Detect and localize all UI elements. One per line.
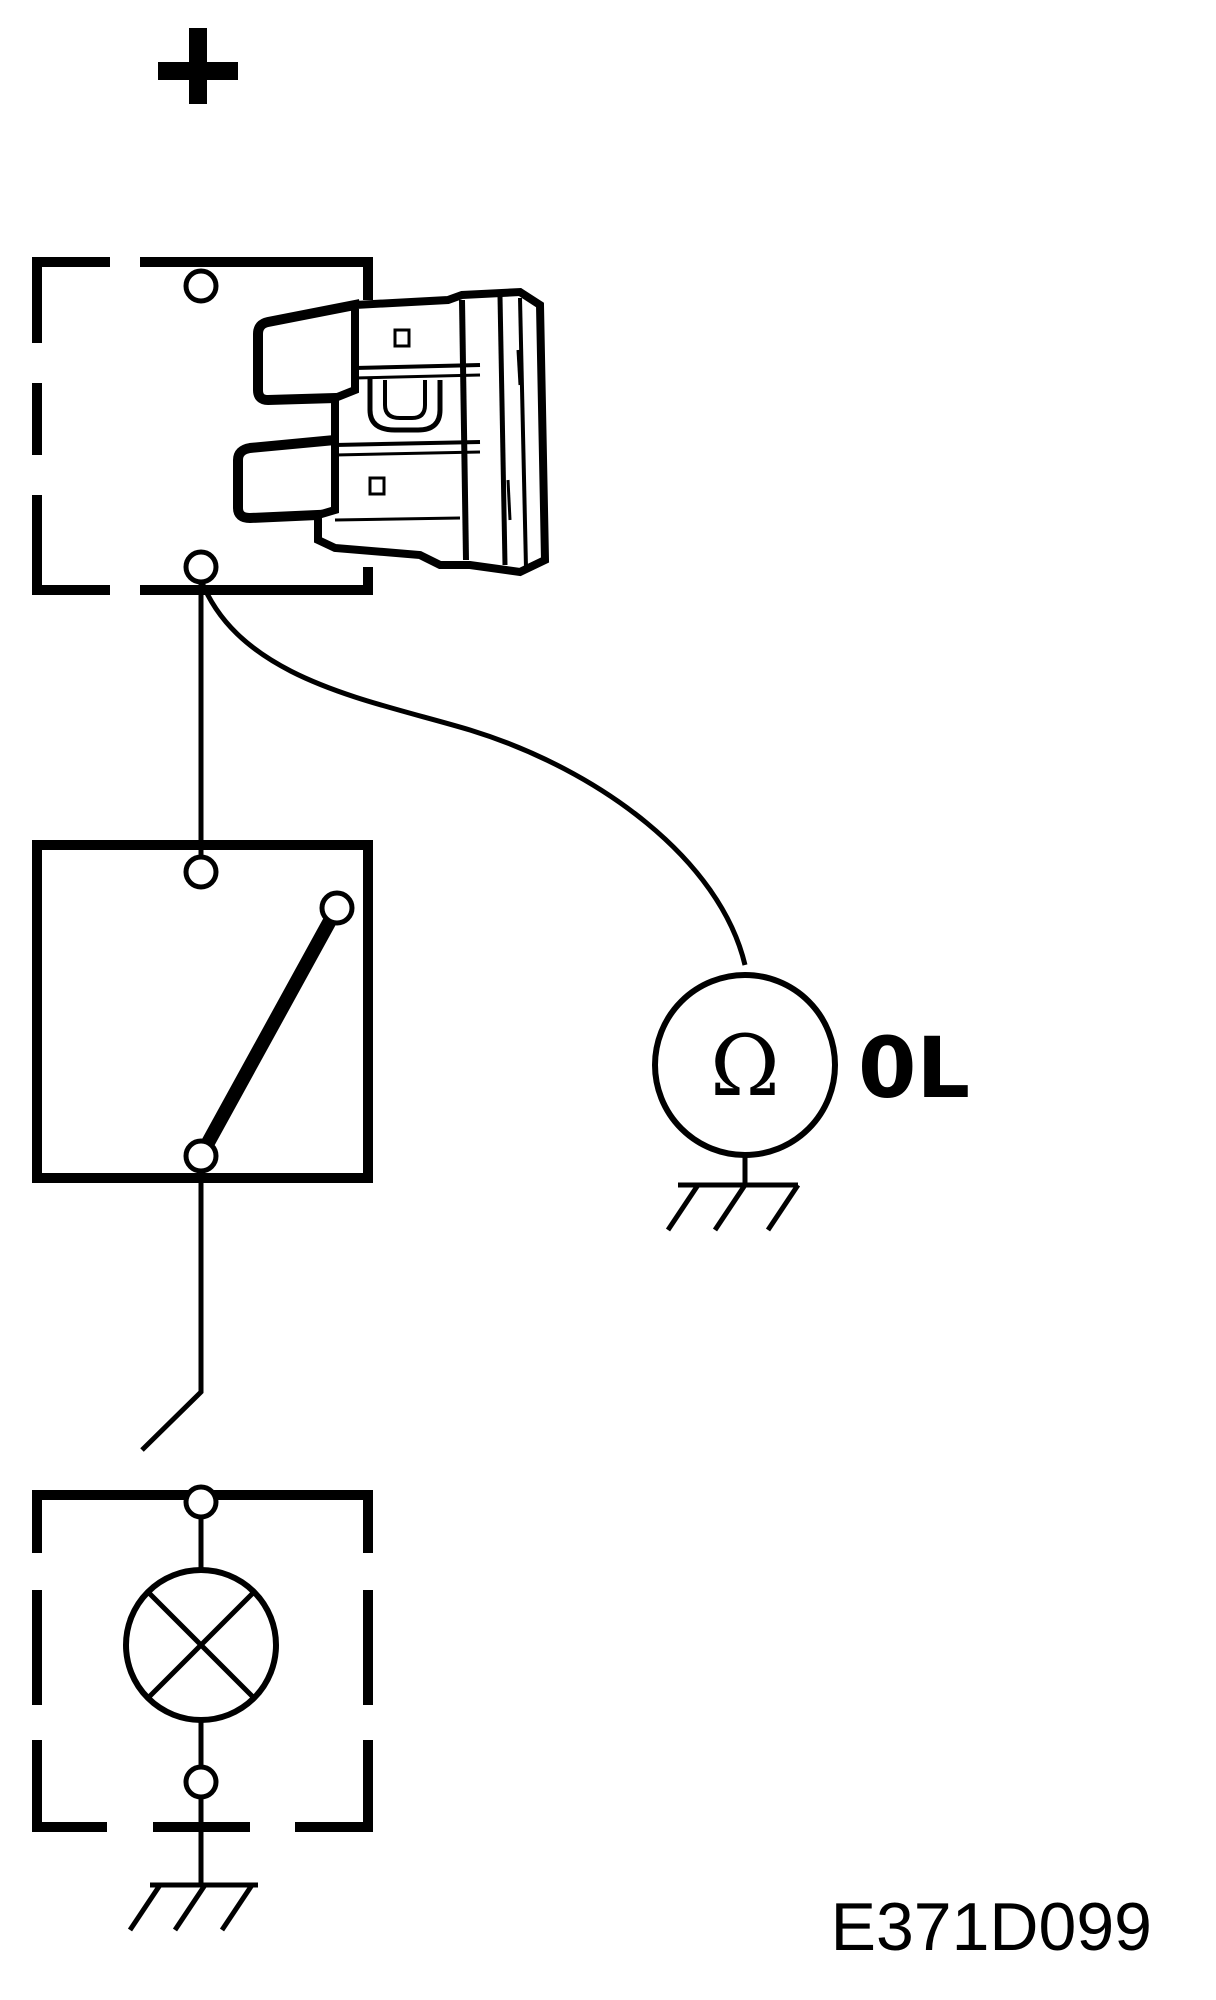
- fuse-box: [32, 257, 373, 595]
- positive-terminal-icon: [158, 28, 238, 104]
- lamp-terminal-bottom: [183, 1764, 219, 1800]
- meter-reading: 0L: [858, 1019, 970, 1117]
- switch-terminal-pivot: [319, 890, 355, 926]
- fuse-terminal-bottom: [183, 549, 219, 585]
- ohmmeter-symbol: Ω: [710, 1017, 780, 1115]
- lamp-ground-icon: [127, 1797, 258, 1932]
- fuse-terminal-top: [183, 268, 219, 304]
- switch-box: [32, 840, 373, 1183]
- switch-terminal-bottom: [183, 1138, 219, 1174]
- lamp-icon: [123, 1515, 279, 1775]
- switch-contact-arm: [197, 901, 344, 1157]
- lamp-terminal-top: [183, 1484, 219, 1520]
- blade-fuse-icon: [233, 287, 550, 577]
- meter-ground-icon: [665, 1155, 801, 1232]
- switch-terminal-top: [183, 854, 219, 890]
- wire-switch-to-lamp-broken: [140, 1172, 204, 1452]
- meter-lead-wire: [198, 579, 748, 966]
- figure-code: E371D099: [831, 1889, 1152, 1965]
